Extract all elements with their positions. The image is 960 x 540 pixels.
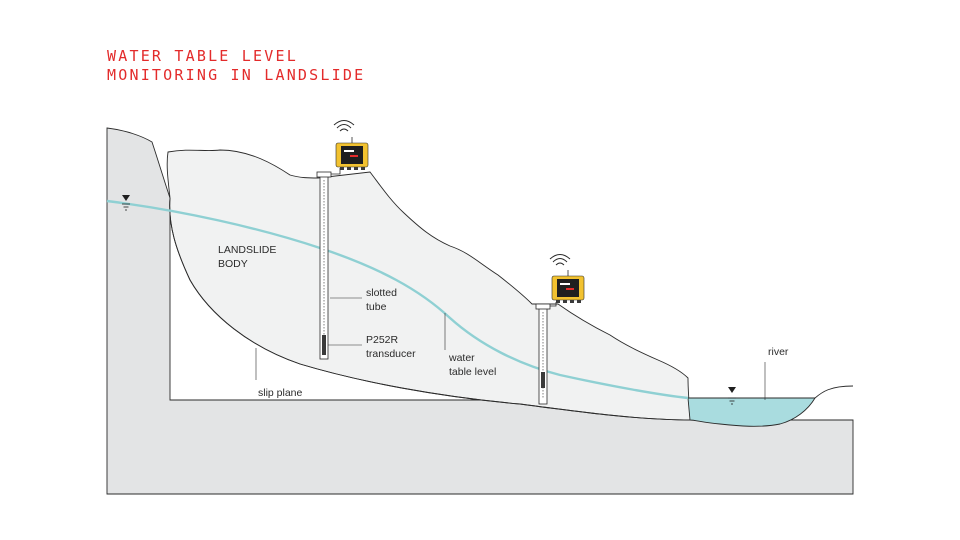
data-logger-icon	[335, 137, 369, 170]
label-water-table: water table level	[448, 352, 496, 378]
piezometer-upper	[316, 168, 341, 360]
p252r-transducer	[322, 335, 326, 355]
p252r-transducer	[541, 372, 545, 388]
title-line-1: WATER TABLE LEVEL	[107, 47, 298, 65]
water-table-line	[106, 199, 689, 400]
river-bank	[814, 385, 854, 399]
piezometer-lower	[535, 302, 557, 405]
water-level-marker-icon	[728, 387, 736, 405]
label-transducer: P252R transducer	[366, 334, 416, 360]
label-slotted-tube: slotted tube	[366, 287, 400, 313]
label-slip-plane: slip plane	[258, 387, 303, 399]
diagram-title: WATER TABLE LEVEL MONITORING IN LANDSLID…	[107, 47, 365, 85]
river-water	[687, 397, 816, 427]
slip-plane-line	[169, 197, 691, 421]
landslide-body	[166, 149, 691, 421]
water-level-marker-icon	[122, 195, 130, 211]
label-river: river	[768, 346, 789, 358]
wireless-signal-icon	[333, 120, 355, 132]
data-logger-icon	[551, 270, 585, 303]
wireless-signal-icon	[549, 254, 571, 266]
title-line-2: MONITORING IN LANDSLIDE	[107, 66, 366, 84]
label-landslide-body: LANDSLIDE BODY	[218, 244, 279, 270]
